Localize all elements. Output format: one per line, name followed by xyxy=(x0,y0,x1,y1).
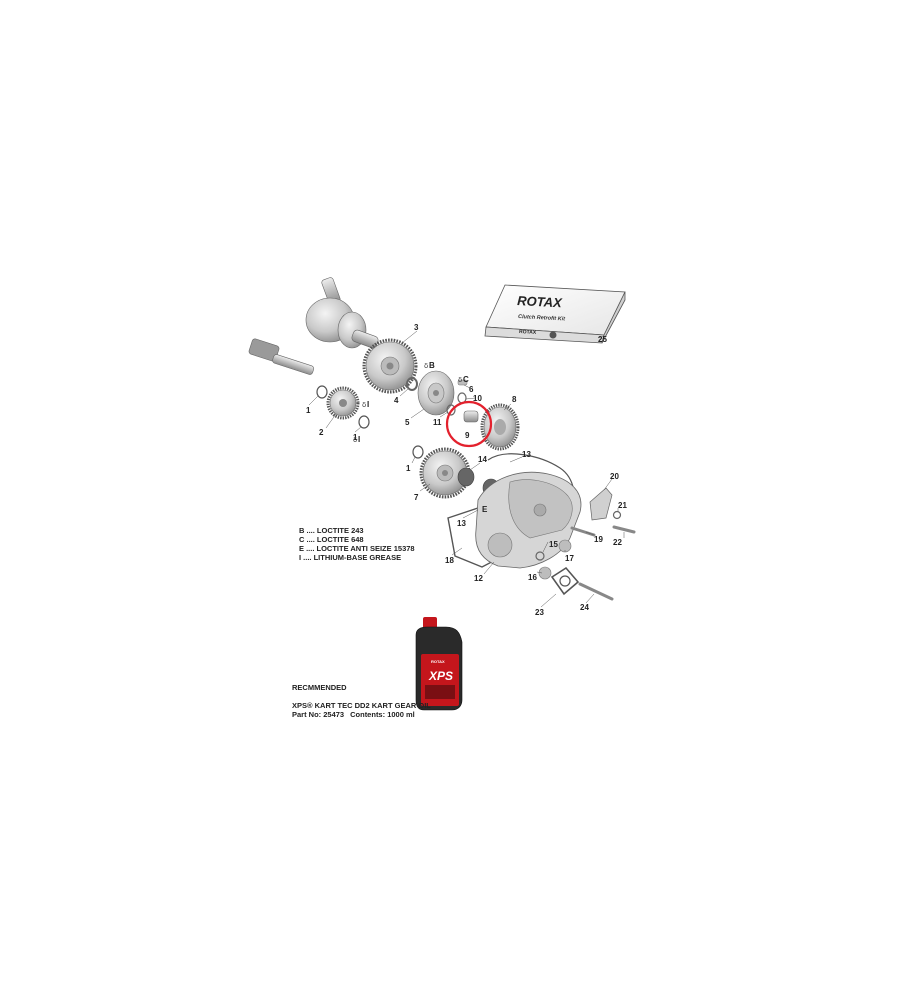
marker-c: C xyxy=(463,375,469,384)
circlip-1-upper xyxy=(316,385,328,399)
callout-10: 10 xyxy=(473,394,482,403)
circlip-1-mid xyxy=(358,415,370,429)
callout-7: 7 xyxy=(414,493,419,502)
bolt-24 xyxy=(578,582,614,601)
gearbox-cover-12 xyxy=(475,471,582,569)
bottle-brand: XPS xyxy=(428,669,453,683)
callout-18: 18 xyxy=(445,556,454,565)
marker-e: E xyxy=(482,505,488,514)
callout-24: 24 xyxy=(580,603,589,612)
callout-13b: 13 xyxy=(457,519,466,528)
callout-16: 16 xyxy=(528,573,537,582)
recommended-block: RECMMENDED XPS® KART TEC DD2 KART GEAR O… xyxy=(292,683,431,719)
bracket-20 xyxy=(589,487,613,521)
bolt-22 xyxy=(612,525,636,534)
gear-2 xyxy=(326,386,360,420)
input-shaft xyxy=(248,338,315,375)
circlip-1-lower xyxy=(412,445,424,459)
callout-4: 4 xyxy=(394,396,399,405)
clutch-5 xyxy=(417,370,455,416)
callout-20: 20 xyxy=(610,472,619,481)
legend-item-c: C .... LOCTITE 648 xyxy=(299,535,364,544)
washer-11 xyxy=(446,404,456,416)
washer-21 xyxy=(612,510,622,520)
callout-21: 21 xyxy=(618,501,627,510)
callout-25: 25 xyxy=(598,335,607,344)
callout-2: 2 xyxy=(319,428,324,437)
recommended-part-line: Part No: 25473 Contents: 1000 ml xyxy=(292,710,431,719)
marker-i: I xyxy=(367,400,369,409)
leader-lines xyxy=(308,330,625,608)
drop-b-icon: δ xyxy=(424,362,428,370)
flange-gasket-23 xyxy=(550,566,580,596)
callout-23: 23 xyxy=(535,608,544,617)
callout-3: 3 xyxy=(414,323,419,332)
callout-1a: 1 xyxy=(306,406,311,415)
seal-15 xyxy=(535,551,545,561)
drop-i-lower-icon: δ xyxy=(353,436,357,444)
loctite-legend: B .... LOCTITE 243 C .... LOCTITE 648 E … xyxy=(299,526,415,562)
contents: Contents: 1000 ml xyxy=(350,710,415,719)
recommended-product: XPS® KART TEC DD2 KART GEAR OIL xyxy=(292,701,431,710)
plug-16 xyxy=(538,566,552,580)
bearing-14-a xyxy=(457,467,475,487)
callout-22: 22 xyxy=(613,538,622,547)
callout-1c: 1 xyxy=(406,464,411,473)
marker-i-lower: I xyxy=(358,435,360,444)
callout-8: 8 xyxy=(512,395,517,404)
callout-11: 11 xyxy=(433,418,442,427)
clutch-retrofit-kit-box: ROTAX Clutch Retrofit Kit ROTAX xyxy=(484,284,626,344)
washer-4 xyxy=(406,377,418,391)
callout-9: 9 xyxy=(465,431,470,440)
legend-item-i: I .... LITHIUM-BASE GREASE xyxy=(299,553,402,562)
callout-13a: 13 xyxy=(522,450,531,459)
highlight-circle xyxy=(445,400,493,448)
part-number: Part No: 25473 xyxy=(292,710,345,719)
kit-box-brand: ROTAX xyxy=(517,293,564,310)
drop-c-icon: δ xyxy=(458,376,462,384)
callout-14: 14 xyxy=(478,455,487,464)
drop-i-icon: δ xyxy=(362,401,366,409)
bottle-maker: ROTAX xyxy=(431,659,445,664)
callout-5: 5 xyxy=(405,418,410,427)
kit-box-title: Clutch Retrofit Kit xyxy=(518,314,566,323)
marker-b: B xyxy=(429,361,435,370)
needle-bearing-9 xyxy=(463,410,479,423)
callout-1b: 1 xyxy=(353,433,358,442)
gear-3 xyxy=(362,338,418,394)
oil-bottle: ROTAX XPS xyxy=(415,617,463,711)
callout-17: 17 xyxy=(565,554,574,563)
legend-item-b: B .... LOCTITE 243 xyxy=(299,526,364,535)
clutch-drum-8 xyxy=(480,403,520,451)
callout-15: 15 xyxy=(549,540,558,549)
pin-6 xyxy=(457,379,468,386)
callout-12: 12 xyxy=(474,574,483,583)
crankshaft xyxy=(305,277,379,349)
rotax-logo-icon xyxy=(549,331,557,339)
callout-19: 19 xyxy=(594,535,603,544)
legend-item-e: E .... LOCTITE ANTI SEIZE 15378 xyxy=(299,544,415,553)
callout-6: 6 xyxy=(469,385,474,394)
recommended-heading: RECMMENDED xyxy=(292,683,347,692)
kit-box-small-brand: ROTAX xyxy=(519,329,537,336)
